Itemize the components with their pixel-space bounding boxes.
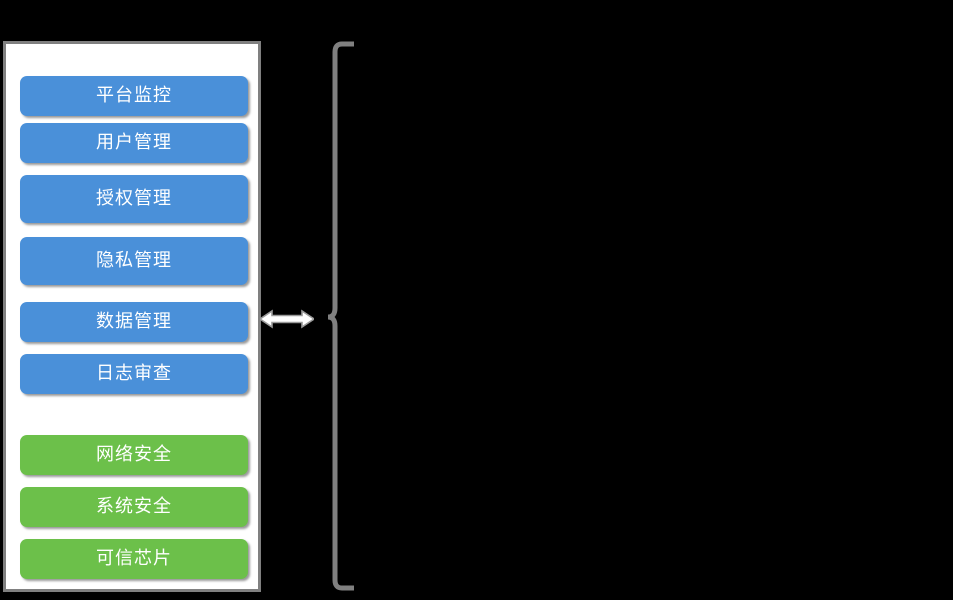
module-button-network-security[interactable]: 网络安全 xyxy=(20,435,248,475)
module-button-label: 平台监控 xyxy=(96,85,172,106)
module-button-log-audit[interactable]: 日志审查 xyxy=(20,354,248,394)
module-button-authorization-management[interactable]: 授权管理 xyxy=(20,175,248,223)
module-button-label: 隐私管理 xyxy=(96,250,172,271)
module-button-label: 网络安全 xyxy=(96,444,172,465)
bidirectional-arrow xyxy=(260,309,314,329)
module-button-privacy-management[interactable]: 隐私管理 xyxy=(20,237,248,285)
module-button-label: 系统安全 xyxy=(96,496,172,517)
module-button-label: 用户管理 xyxy=(96,132,172,153)
module-button-label: 可信芯片 xyxy=(96,548,172,569)
module-panel: 平台监控 用户管理 授权管理 隐私管理 数据管理 日志审查 网络安全 系统安全 … xyxy=(3,41,261,592)
module-button-label: 授权管理 xyxy=(96,188,172,209)
module-button-platform-monitoring[interactable]: 平台监控 xyxy=(20,76,248,116)
module-button-data-management[interactable]: 数据管理 xyxy=(20,302,248,342)
module-button-system-security[interactable]: 系统安全 xyxy=(20,487,248,527)
module-button-label: 日志审查 xyxy=(96,363,172,384)
module-button-trusted-chip[interactable]: 可信芯片 xyxy=(20,539,248,579)
module-button-label: 数据管理 xyxy=(96,311,172,332)
module-button-user-management[interactable]: 用户管理 xyxy=(20,123,248,163)
right-curly-bracket xyxy=(327,41,354,591)
